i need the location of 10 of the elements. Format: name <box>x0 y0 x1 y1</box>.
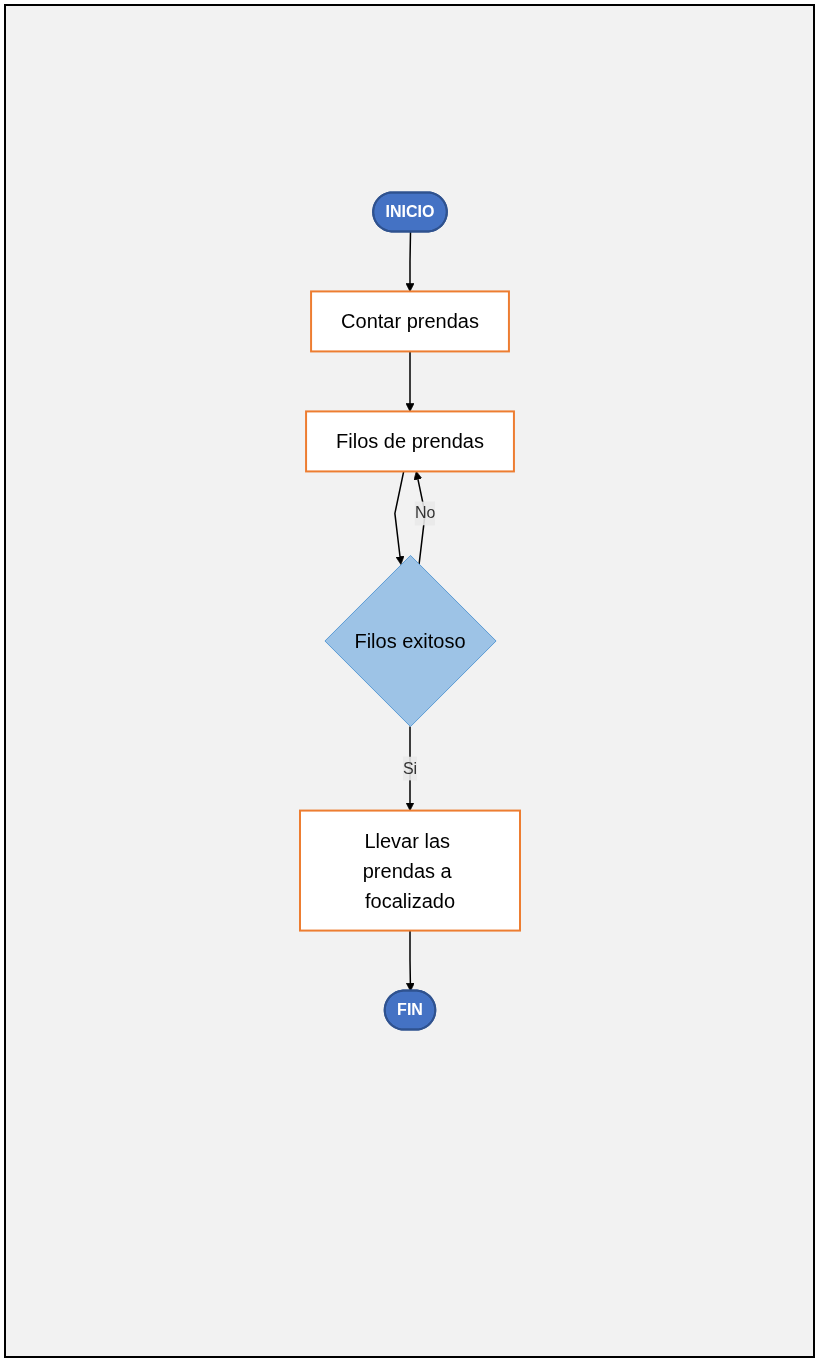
edge-label: Si <box>402 759 417 777</box>
node-box: Filos de prendas <box>304 410 515 473</box>
node-box: Contar prendas <box>309 290 510 353</box>
arrow <box>405 350 414 412</box>
node-diamond: Filos exitoso <box>323 554 497 728</box>
arrow <box>405 929 415 992</box>
arrow <box>393 470 404 565</box>
arrow <box>405 231 414 292</box>
node-box: Llevar las prendas a focalizado <box>298 809 521 932</box>
edge-label: No <box>414 504 435 522</box>
